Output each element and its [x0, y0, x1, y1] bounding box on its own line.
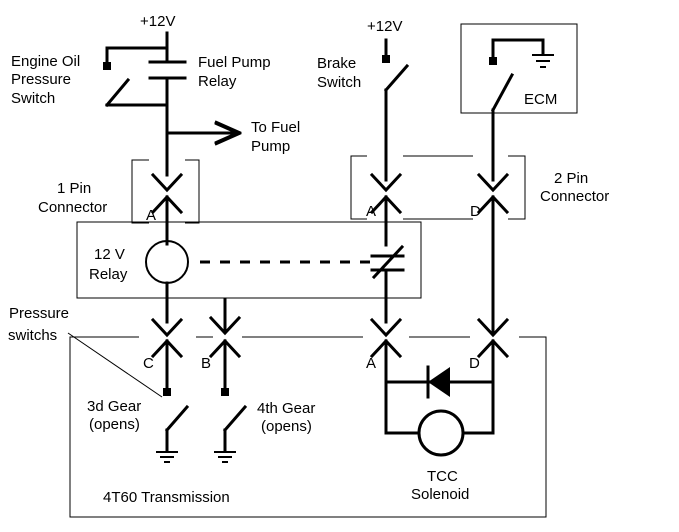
- oil-switch-terminal: [103, 62, 111, 70]
- brake-switch: [382, 38, 410, 182]
- transmission-box: [69, 336, 547, 518]
- relay-coil: [145, 240, 189, 284]
- transmission-label: 4T60 Transmission: [103, 489, 230, 506]
- power-label-right: +12V: [367, 18, 402, 35]
- ecm-box: [460, 23, 578, 182]
- pin-b: B: [201, 355, 211, 372]
- pin-c: C: [143, 355, 154, 372]
- two-pin-connector-label: 2 Pin Connector: [540, 170, 609, 205]
- gear-4th-label: 4th Gear (opens): [257, 400, 320, 435]
- one-pin-connector-label: 1 Pin Connector: [38, 180, 107, 216]
- relay-12v-box: [76, 221, 422, 324]
- engine-oil-switch-label: Engine Oil Pressure Switch: [11, 53, 84, 107]
- pin-a-2pin: A: [366, 203, 376, 220]
- diode-icon: [428, 367, 450, 397]
- power-label-left: +12V: [140, 13, 175, 30]
- pin-d-trans: D: [469, 355, 480, 372]
- tcc-circuit: [369, 317, 510, 457]
- pin-c-circuit: [150, 317, 190, 463]
- ecm-label: ECM: [524, 91, 557, 108]
- pressure-switches-leader: [67, 332, 163, 398]
- pin-d-2pin: D: [470, 203, 481, 220]
- tcc-solenoid-coil: [417, 409, 465, 457]
- two-pin-connector: [350, 155, 526, 335]
- to-fuel-pump-label: To Fuel Pump: [251, 119, 304, 155]
- one-pin-connector: [131, 159, 200, 246]
- oil-switch-blade: [104, 77, 131, 108]
- pin-a-trans: A: [366, 355, 376, 372]
- pressure-switches-label: Pressure switchs: [8, 305, 73, 344]
- gear-3d-label: 3d Gear (opens): [87, 398, 145, 433]
- pin-b-circuit: [208, 298, 248, 463]
- relay-12v-label: 12 V Relay: [89, 246, 129, 283]
- fuel-pump-relay-label: Fuel Pump Relay: [198, 54, 275, 90]
- tcc-solenoid-label: TCC Solenoid: [411, 468, 469, 503]
- pin-a-1pin: A: [146, 207, 156, 224]
- fuel-pump-circuit: [103, 31, 239, 177]
- brake-switch-label: Brake Switch: [317, 55, 361, 91]
